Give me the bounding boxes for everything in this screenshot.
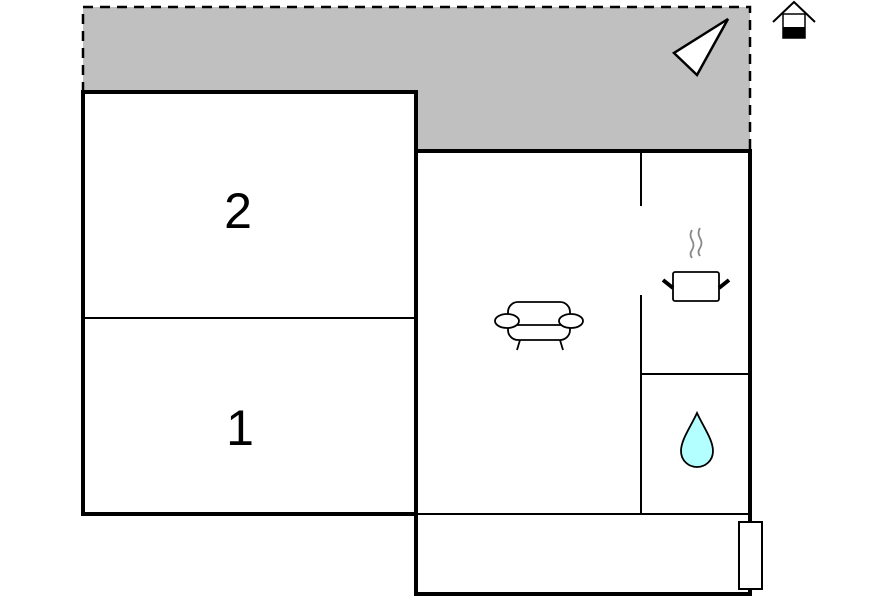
door-icon xyxy=(738,521,763,590)
water-drop-icon xyxy=(680,410,714,468)
house-icon xyxy=(772,0,816,39)
living-block xyxy=(414,149,752,596)
terrace-area xyxy=(83,7,750,151)
cooking-pot-icon xyxy=(661,227,731,302)
terrace-dashed-border xyxy=(81,5,752,151)
sofa-icon xyxy=(494,301,584,351)
compass-arrow-icon xyxy=(671,17,730,78)
room-label-2: 2 xyxy=(224,183,252,239)
room-label-1: 1 xyxy=(226,400,254,456)
